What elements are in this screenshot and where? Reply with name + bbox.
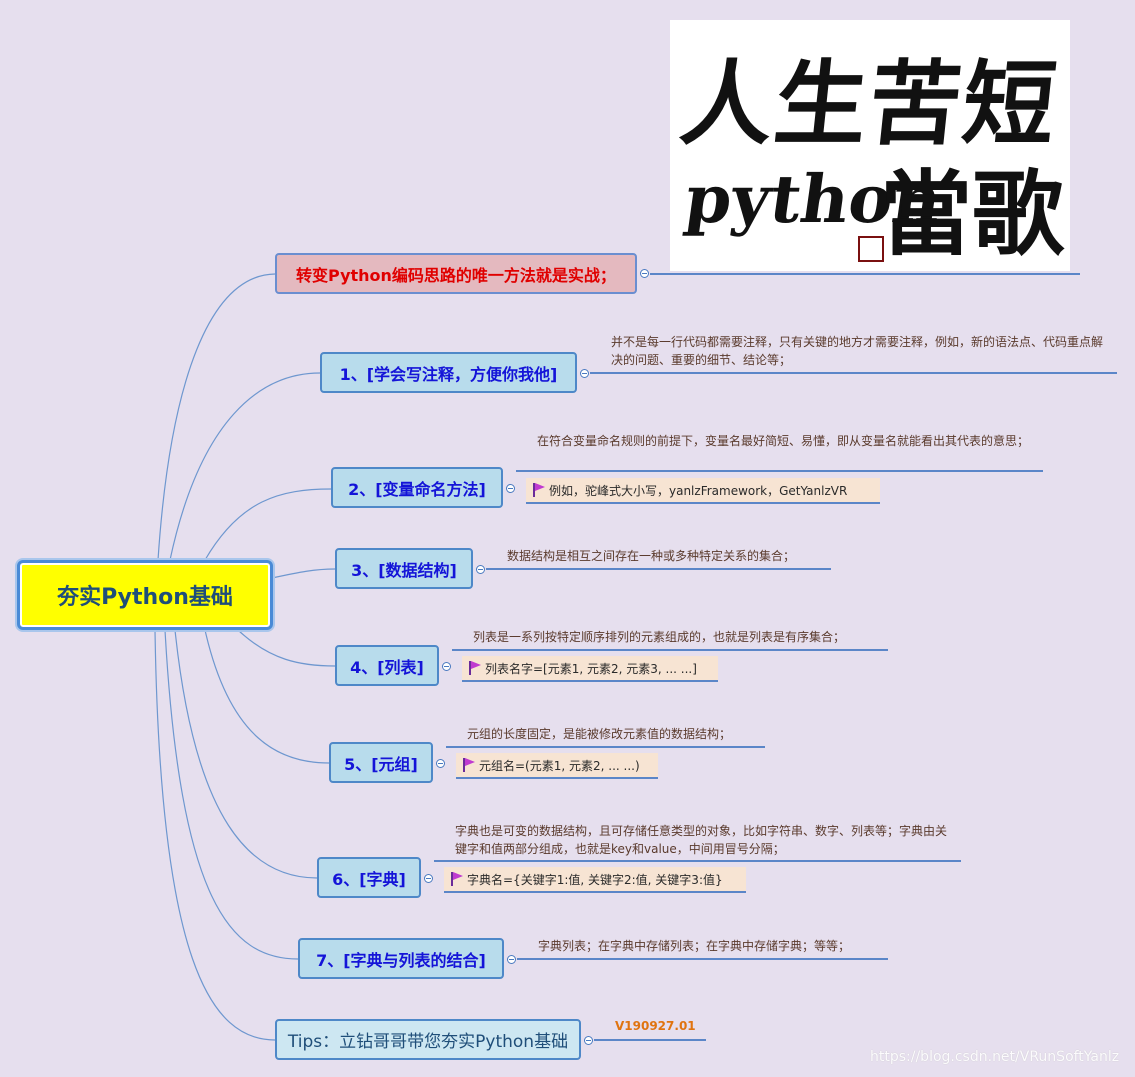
note-underline — [446, 746, 765, 748]
branch-tuple-label: 5、[元组] — [344, 751, 418, 775]
branch-dict-label: 6、[字典] — [332, 866, 406, 890]
note-underline — [516, 470, 1043, 472]
branch-comments-label: 1、[学会写注释，方便你我他] — [340, 361, 558, 385]
version-label: V190927.01 — [615, 1019, 696, 1033]
collapse-toggle[interactable] — [442, 662, 451, 671]
flag-icon — [462, 758, 475, 772]
note-naming: 在符合变量命名规则的前提下，变量名最好简短、易懂，即从变量名就能看出其代表的意思… — [537, 432, 1037, 450]
example-naming-text: 例如，驼峰式大小写，yanlzFramework，GetYanlzVR — [549, 482, 847, 499]
note-dict-list: 字典列表；在字典中存储列表；在字典中存储字典；等等； — [538, 937, 898, 955]
branch-dict[interactable]: 6、[字典] — [317, 857, 421, 898]
example-naming: 例如，驼峰式大小写，yanlzFramework，GetYanlzVR — [526, 478, 880, 504]
note-tuple: 元组的长度固定，是能被修改元素值的数据结构； — [467, 725, 767, 743]
collapse-toggle[interactable] — [507, 955, 516, 964]
flag-icon — [450, 872, 463, 886]
flag-icon — [532, 483, 545, 497]
branch-dict-list[interactable]: 7、[字典与列表的结合] — [298, 938, 504, 979]
branch-dict-list-label: 7、[字典与列表的结合] — [316, 947, 486, 971]
branch-naming-label: 2、[变量命名方法] — [348, 476, 486, 500]
branch-practice-label: 转变Python编码思路的唯一方法就是实战； — [296, 262, 616, 286]
branch-underline — [650, 273, 1080, 275]
note-list: 列表是一系列按特定顺序排列的元素组成的，也就是列表是有序集合； — [473, 628, 893, 646]
branch-data-structure[interactable]: 3、[数据结构] — [335, 548, 473, 589]
branch-tips[interactable]: Tips：立钻哥哥带您夯实Python基础 — [275, 1019, 581, 1060]
note-underline — [434, 860, 961, 862]
note-underline — [517, 958, 888, 960]
watermark-text: https://blog.csdn.net/VRunSoftYanlz — [870, 1049, 1119, 1065]
note-dict: 字典也是可变的数据结构，且可存储任意类型的对象，比如字符串、数字、列表等；字典由… — [455, 822, 955, 858]
note-underline — [486, 568, 831, 570]
example-dict-text: 字典名={关键字1:值, 关键字2:值, 关键字3:值} — [467, 871, 723, 888]
example-list: 列表名字=[元素1, 元素2, 元素3, ... ...] — [462, 656, 718, 682]
branch-naming[interactable]: 2、[变量命名方法] — [331, 467, 503, 508]
logo-image: 人生苦短 python 當歌 — [670, 20, 1070, 271]
example-tuple-text: 元组名=(元素1, 元素2, ... ...) — [479, 757, 640, 774]
example-tuple: 元组名=(元素1, 元素2, ... ...) — [456, 753, 658, 779]
collapse-toggle[interactable] — [506, 484, 515, 493]
branch-comments[interactable]: 1、[学会写注释，方便你我他] — [320, 352, 577, 393]
note-comments: 并不是每一行代码都需要注释，只有关键的地方才需要注释，例如，新的语法点、代码重点… — [611, 333, 1111, 369]
collapse-toggle[interactable] — [476, 565, 485, 574]
branch-list[interactable]: 4、[列表] — [335, 645, 439, 686]
collapse-toggle[interactable] — [436, 759, 445, 768]
note-data-structure: 数据结构是相互之间存在一种或多种特定关系的集合； — [507, 547, 827, 565]
logo-line3: 當歌 — [880, 140, 1064, 273]
note-underline — [452, 649, 888, 651]
seal-stamp — [858, 236, 884, 262]
branch-tips-label: Tips：立钻哥哥带您夯实Python基础 — [288, 1027, 568, 1052]
root-topic-label: 夯实Python基础 — [57, 579, 233, 611]
branch-list-label: 4、[列表] — [350, 654, 424, 678]
note-underline — [590, 372, 1117, 374]
branch-tuple[interactable]: 5、[元组] — [329, 742, 433, 783]
collapse-toggle[interactable] — [584, 1036, 593, 1045]
branch-data-structure-label: 3、[数据结构] — [351, 557, 457, 581]
example-list-text: 列表名字=[元素1, 元素2, 元素3, ... ...] — [485, 660, 697, 677]
branch-practice[interactable]: 转变Python编码思路的唯一方法就是实战； — [275, 253, 637, 294]
collapse-toggle[interactable] — [640, 269, 649, 278]
collapse-toggle[interactable] — [424, 874, 433, 883]
flag-icon — [468, 661, 481, 675]
example-dict: 字典名={关键字1:值, 关键字2:值, 关键字3:值} — [444, 867, 746, 893]
root-topic[interactable]: 夯实Python基础 — [17, 560, 273, 630]
collapse-toggle[interactable] — [580, 369, 589, 378]
version-underline — [594, 1039, 706, 1041]
